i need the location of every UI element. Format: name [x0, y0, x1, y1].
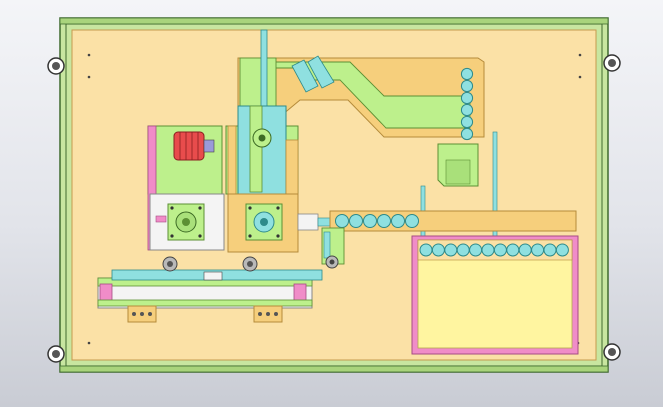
foot-block-icon [253, 305, 283, 323]
linkage-arms [321, 227, 345, 269]
bolt-icon [242, 256, 258, 272]
ball-icon [460, 67, 474, 81]
corner-mounts [47, 54, 621, 363]
red-coil-icon [173, 131, 215, 161]
left-bearing-icon [167, 203, 205, 241]
slide-rail-pink-block [99, 283, 113, 303]
corner-mount-icon [47, 345, 65, 363]
ball-icon [460, 103, 474, 117]
rail-bolts [162, 256, 258, 281]
ball-icon [405, 214, 419, 228]
frame-bottom-rail [59, 365, 609, 373]
diagonal-pins [291, 55, 335, 93]
pivot-joint-icon [252, 128, 272, 148]
lower-ball-row [419, 243, 569, 257]
ball-column [460, 67, 474, 141]
ball-icon [469, 243, 483, 257]
upper-ball-track [329, 210, 577, 232]
ball-icon [456, 243, 470, 257]
ball-icon [363, 214, 377, 228]
ball-icon [460, 91, 474, 105]
ball-icon [531, 243, 545, 257]
upper-ball-row [335, 214, 419, 228]
ball-icon [481, 243, 495, 257]
ball-icon [391, 214, 405, 228]
vertical-rod [260, 29, 268, 107]
ball-icon [349, 214, 363, 228]
ball-icon [555, 243, 569, 257]
corner-mount-icon [603, 54, 621, 72]
corner-mount-icon [603, 343, 621, 361]
corner-mount-icon [47, 57, 65, 75]
ball-icon [335, 214, 349, 228]
left-drive-unit [147, 125, 225, 251]
center-bearing-icon [245, 203, 283, 241]
ball-icon [431, 243, 445, 257]
ball-icon [419, 243, 433, 257]
ball-icon [377, 214, 391, 228]
ball-icon [444, 243, 458, 257]
center-drive-unit [225, 105, 331, 253]
rail-feet [127, 305, 283, 323]
ball-icon [460, 115, 474, 129]
ball-icon [518, 243, 532, 257]
ball-icon [460, 79, 474, 93]
ball-icon [543, 243, 557, 257]
ball-icon [460, 127, 474, 141]
ramp-lower-block [239, 57, 277, 107]
collection-bin [411, 235, 579, 355]
foot-block-icon [127, 305, 157, 323]
ball-icon [493, 243, 507, 257]
ball-icon [506, 243, 520, 257]
hopper-cup [437, 143, 479, 187]
bolt-icon [162, 256, 178, 272]
frame-top-rail [59, 17, 609, 25]
